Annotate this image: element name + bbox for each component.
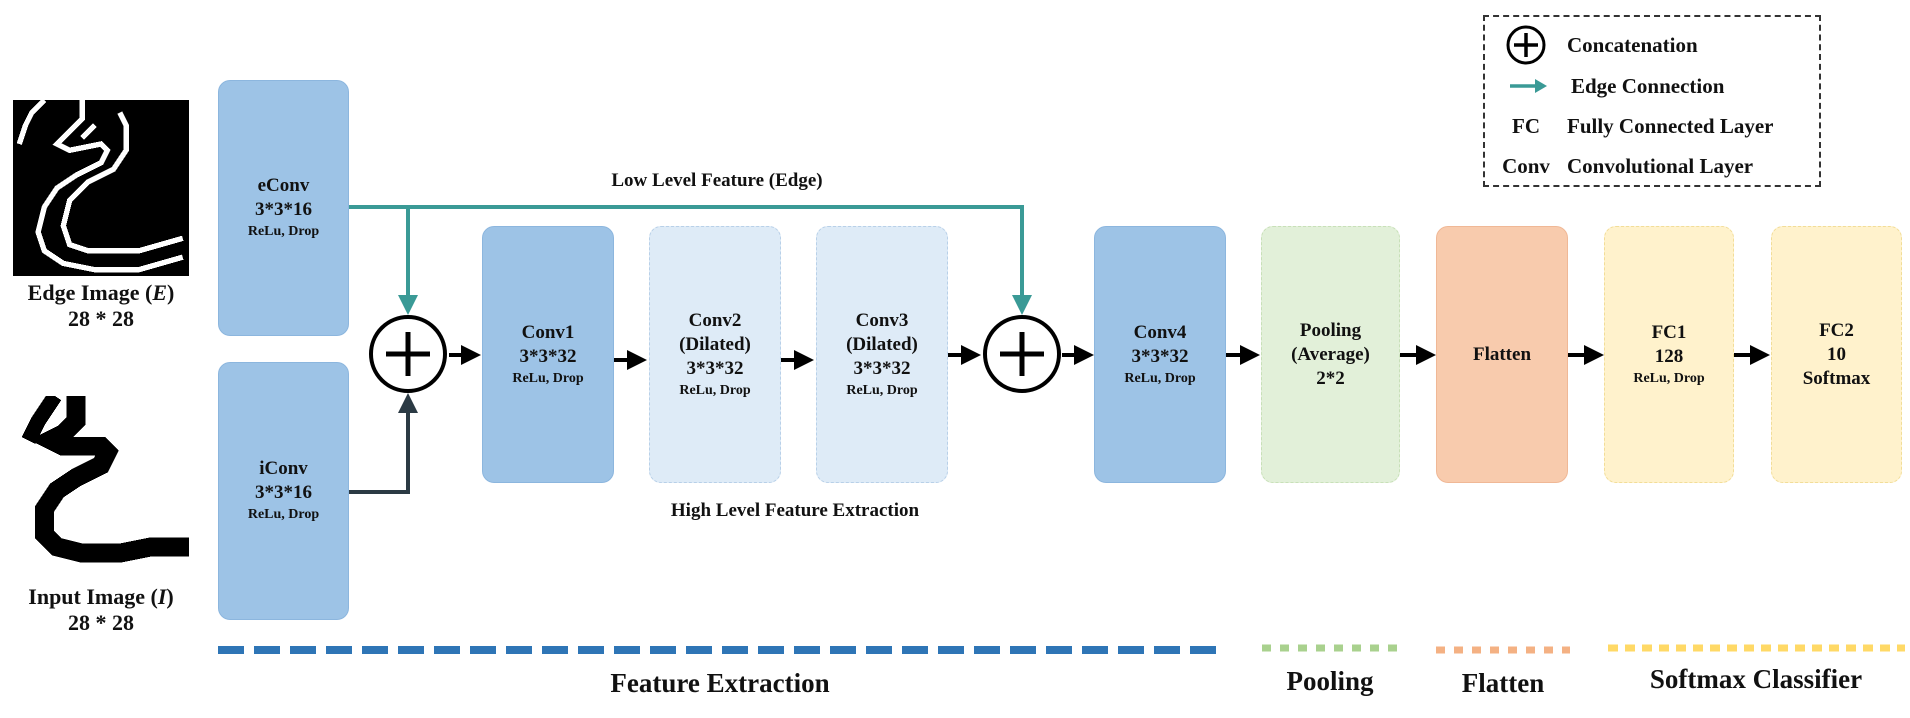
econv-title: eConv — [257, 175, 310, 196]
concat-2-icon — [983, 315, 1061, 393]
conv4-activation: ReLu, Drop — [1124, 370, 1196, 386]
edge-arrow-legend-icon — [1485, 76, 1567, 96]
legend-edge-text: Edge Connection — [1571, 73, 1725, 98]
input-image-close: ) — [166, 584, 174, 609]
conv2-title: Conv2 — [688, 309, 742, 331]
fc2-block: FC2 10 Softmax — [1771, 226, 1902, 483]
iconv-to-concat-arrow — [349, 393, 418, 494]
conv4-title: Conv4 — [1133, 321, 1187, 343]
econv-activation: ReLu, Drop — [247, 224, 320, 239]
conv1-activation: ReLu, Drop — [512, 370, 584, 386]
fc2-title: FC2 — [1819, 319, 1854, 341]
legend-conv-text: Convolutional Layer — [1567, 153, 1754, 178]
conv2-activation: ReLu, Drop — [679, 382, 751, 398]
conv2-block: Conv2 (Dilated) 3*3*32 ReLu, Drop — [649, 226, 781, 483]
concat-legend-icon — [1485, 24, 1567, 66]
softmax-classifier-label: Softmax Classifier — [1649, 664, 1863, 694]
econv-block: eConv 3*3*16 ReLu, Drop — [218, 80, 349, 336]
legend-fc-symbol: FC — [1512, 113, 1540, 138]
conv1-kernel: 3*3*32 — [519, 345, 577, 367]
fc2-units: 10 — [1827, 343, 1846, 365]
conv1-block: Conv1 3*3*32 ReLu, Drop — [482, 226, 614, 483]
concat-1-icon — [369, 315, 447, 393]
pooling-title: Pooling — [1299, 319, 1362, 341]
feature-extraction-label: Feature Extraction — [610, 668, 830, 698]
conv3-kernel: 3*3*32 — [853, 357, 911, 379]
conv2-kernel: 3*3*32 — [686, 357, 744, 379]
legend-concat-text: Concatenation — [1567, 32, 1698, 57]
iconv-title: iConv — [259, 458, 308, 479]
econv-kernel: 3*3*16 — [255, 199, 312, 220]
fc1-title: FC1 — [1651, 321, 1687, 343]
input-image-var: I — [157, 584, 167, 609]
iconv-block: iConv 3*3*16 ReLu, Drop — [218, 362, 349, 620]
edge-image-size: 28 * 28 — [68, 306, 134, 331]
input-image-title: Input Image ( — [28, 584, 158, 609]
pooling-stage-label: Pooling — [1286, 666, 1374, 696]
conv2-type: (Dilated) — [679, 333, 751, 355]
edge-image-close: ) — [167, 280, 175, 305]
legend-edge-row: Edge Connection — [1485, 68, 1724, 104]
legend: Concatenation Edge Connection FC Fully C… — [1483, 15, 1821, 187]
input-image-size: 28 * 28 — [68, 610, 134, 635]
pooling-block: Pooling (Average) 2*2 — [1261, 226, 1400, 483]
pooling-type: (Average) — [1291, 343, 1370, 365]
conv3-activation: ReLu, Drop — [846, 382, 918, 398]
conv3-type: (Dilated) — [846, 333, 918, 355]
flatten-stage-label: Flatten — [1461, 668, 1545, 698]
edge-image-thumbnail — [13, 100, 189, 276]
flatten-title: Flatten — [1472, 343, 1532, 365]
edge-image-title: Edge Image ( — [27, 280, 153, 305]
conv3-title: Conv3 — [855, 309, 909, 331]
low-level-feature-label: Low Level Feature (Edge) — [611, 170, 823, 191]
conv4-kernel: 3*3*32 — [1131, 345, 1189, 367]
iconv-activation: ReLu, Drop — [247, 507, 320, 522]
fc2-activation: Softmax — [1802, 367, 1871, 389]
input-image-thumbnail — [13, 396, 189, 572]
fc1-block: FC1 128 ReLu, Drop — [1604, 226, 1734, 483]
conv1-title: Conv1 — [521, 321, 575, 343]
edge-image-label: Edge Image (E) 28 * 28 — [0, 280, 202, 332]
pooling-size: 2*2 — [1316, 367, 1345, 389]
conv4-block: Conv4 3*3*32 ReLu, Drop — [1094, 226, 1226, 483]
conv3-block: Conv3 (Dilated) 3*3*32 ReLu, Drop — [816, 226, 948, 483]
legend-conv-symbol: Conv — [1502, 153, 1550, 178]
legend-conv-row: Conv Convolutional Layer — [1485, 148, 1753, 184]
edge-connection-main — [349, 205, 1032, 315]
legend-fc-row: FC Fully Connected Layer — [1485, 108, 1773, 144]
input-image-label: Input Image (I) 28 * 28 — [0, 584, 202, 636]
iconv-kernel: 3*3*16 — [255, 482, 312, 503]
legend-fc-text: Fully Connected Layer — [1567, 113, 1774, 138]
flatten-block: Flatten — [1436, 226, 1568, 483]
legend-concat-row: Concatenation — [1485, 24, 1698, 66]
high-level-feature-label: High Level Feature Extraction — [670, 500, 920, 521]
fc1-units: 128 — [1654, 345, 1684, 367]
fc1-activation: ReLu, Drop — [1633, 370, 1705, 386]
edge-image-var: E — [152, 280, 167, 305]
